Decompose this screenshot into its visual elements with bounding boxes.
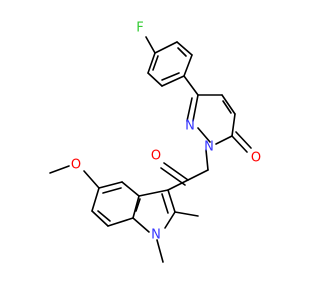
bond-aromatic [161, 75, 185, 87]
bond-aromatic-inner [152, 55, 159, 71]
bond-aromatic [154, 41, 178, 54]
bond-benzo-inner [102, 187, 122, 194]
bond-benzo [121, 181, 140, 197]
bond-ch2-c [187, 169, 209, 181]
bond-aromatic [147, 72, 163, 87]
bond-c3-c2 [167, 189, 176, 213]
indole-nitrogen-atom: N [151, 228, 161, 243]
bond-ketone-double [160, 167, 186, 186]
bond-ring [197, 127, 211, 143]
pyridazinone-oxygen-atom: O [251, 151, 261, 166]
ketone-oxygen-atom: O [151, 149, 161, 164]
bond-aromatic [183, 54, 193, 77]
methoxy-oxygen-atom: O [71, 158, 81, 173]
pyridazine-n2-atom: N [204, 140, 214, 155]
bond-carbonyl [231, 135, 248, 153]
bond-ring [231, 113, 236, 137]
bond-benzo [91, 210, 109, 227]
bond-aromatic [147, 52, 156, 74]
bond-c-o-methoxy [83, 170, 100, 189]
bond-aromatic-inner [177, 47, 187, 57]
bond-c2-n1 [164, 211, 176, 229]
bond-benzo [107, 217, 134, 227]
molecule-structure: F N N O O O N [0, 0, 300, 300]
bond-ring [215, 135, 233, 145]
bond-c2-methyl [174, 211, 199, 217]
bond-benzo [98, 181, 123, 189]
pyridazine-n1-atom: N [185, 119, 195, 134]
bond-ring-inner [222, 100, 232, 114]
bond-carbonyl-double [235, 131, 252, 149]
fluorine-atom: F [136, 21, 143, 36]
bond-c-c3 [167, 179, 189, 191]
bond-c3-c2-inner [161, 193, 169, 214]
bond-c3a-c3 [138, 189, 169, 197]
bond-benzo-inner [135, 198, 141, 212]
bond-n-ch2 [205, 149, 209, 171]
bond-aromatic [176, 41, 193, 56]
bond-n1-methyl [156, 239, 164, 263]
bond-benzo [91, 187, 100, 212]
molecule-canvas: F N N O O O N [0, 0, 300, 300]
bond-c-f [145, 36, 156, 54]
atom-label-layer: F N N O O O N [71, 21, 261, 243]
bond-n1-c7a [132, 217, 150, 233]
bond-ketone [163, 162, 189, 181]
bond-o-ch3 [49, 165, 70, 174]
bond-c7a-c3a [132, 195, 140, 219]
bond-aromatic-inner [161, 72, 180, 81]
background [0, 0, 300, 300]
bond-ring-inner [186, 97, 193, 122]
bond-ring [192, 94, 199, 122]
bond-layer [49, 36, 252, 263]
bond-ring [221, 94, 236, 115]
bond-benzo-inner [97, 210, 111, 222]
bond-biaryl [183, 75, 199, 96]
